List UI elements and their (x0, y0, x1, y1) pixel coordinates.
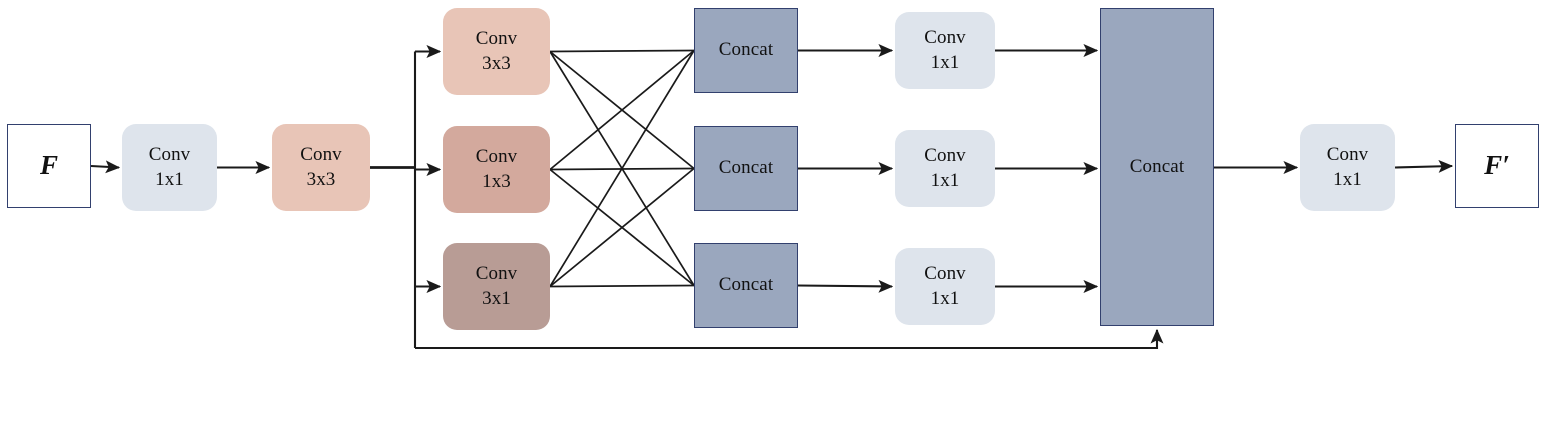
conv-1x1-proj-bottom: Conv 1x1 (895, 248, 995, 325)
edge-conv-output-to-F-prime (1394, 159, 1454, 173)
edge-b2-to-cc2 (549, 167, 695, 171)
conv-1x1-proj-top-kernel: 1x1 (930, 51, 960, 73)
edge-b3-to-cc3 (549, 284, 695, 288)
conv-1x1-stem: Conv 1x1 (122, 124, 217, 211)
concat-branch-top: Concat (694, 8, 798, 93)
conv-3x1-branch-kernel: 3x1 (482, 287, 511, 309)
edge-b1-to-cc1 (549, 49, 695, 53)
edge-input-to-conv1x1 (90, 160, 121, 174)
conv-1x3-branch: Conv 1x3 (443, 126, 550, 213)
conv-3x3-branch: Conv 3x3 (443, 8, 550, 95)
input-feature: F (7, 124, 91, 208)
conv-1x1-output-label: Conv (1326, 143, 1369, 165)
conv-1x3-branch-kernel: 1x3 (482, 170, 511, 192)
conv-1x1-proj-top: Conv 1x1 (895, 12, 995, 89)
conv-1x1-proj-bottom-kernel: 1x1 (930, 287, 960, 309)
output-feature: F′ (1455, 124, 1539, 208)
conv-3x1-branch: Conv 3x1 (443, 243, 550, 330)
edge-b3-to-cc2 (549, 167, 695, 288)
concat-branch-middle-label: Concat (718, 157, 774, 179)
conv-1x1-output: Conv 1x1 (1300, 124, 1395, 211)
conv-1x1-proj-middle-kernel: 1x1 (930, 169, 960, 191)
input-feature-label: F (39, 150, 59, 181)
conv-1x1-proj-top-label: Conv (924, 26, 966, 48)
conv-1x1-proj-middle-label: Conv (924, 144, 966, 166)
edge-cc3-to-p3 (797, 279, 894, 293)
edge-skip-connection (415, 328, 1164, 350)
conv-1x1-proj-bottom-label: Conv (924, 262, 966, 284)
concat-branch-top-label: Concat (718, 39, 774, 61)
edge-b1-to-cc2 (549, 50, 695, 170)
concat-merge-all-label: Concat (1129, 155, 1185, 177)
conv-3x3-stem-kernel: 3x3 (306, 168, 336, 190)
conv-3x3-branch-label: Conv (475, 27, 518, 49)
edge-b2-to-cc1 (549, 49, 695, 171)
concat-branch-middle: Concat (694, 126, 798, 211)
conv-1x1-stem-label: Conv (148, 143, 191, 165)
conv-3x1-branch-label: Conv (475, 262, 518, 284)
edge-b1-to-cc3 (549, 51, 695, 286)
edge-b2-to-cc3 (549, 168, 695, 287)
conv-1x1-stem-kernel: 1x1 (155, 168, 184, 190)
concat-branch-bottom: Concat (694, 243, 798, 328)
conv-3x3-branch-kernel: 3x3 (482, 52, 511, 74)
conv-1x1-proj-middle: Conv 1x1 (895, 130, 995, 207)
concat-merge-all: Concat (1100, 8, 1214, 326)
conv-3x3-stem: Conv 3x3 (272, 124, 370, 211)
conv-3x3-stem-label: Conv (300, 143, 342, 165)
edge-b3-to-cc1 (549, 50, 695, 287)
output-feature-label: F′ (1484, 150, 1510, 181)
conv-1x3-branch-label: Conv (475, 145, 518, 167)
concat-branch-bottom-label: Concat (718, 274, 774, 296)
conv-1x1-output-kernel: 1x1 (1333, 168, 1362, 190)
